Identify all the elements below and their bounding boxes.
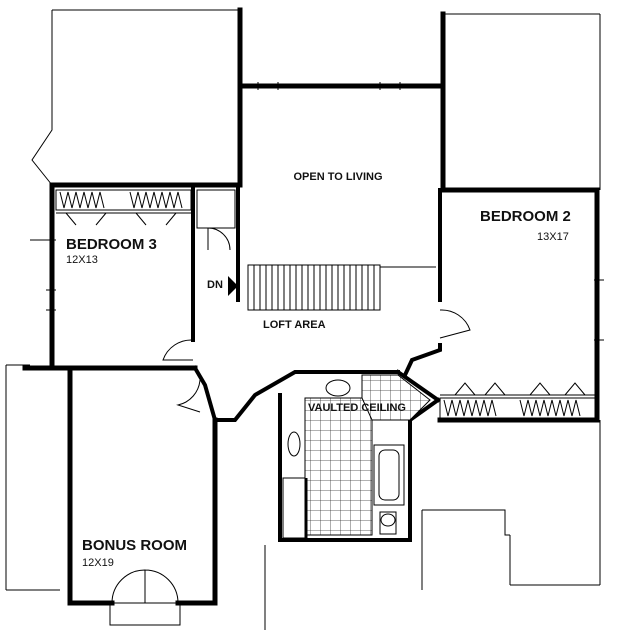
label-bonus-room: BONUS ROOM <box>82 537 187 554</box>
closet-bedroom2 <box>439 382 596 419</box>
door-bedroom2[interactable] <box>439 309 471 339</box>
windows <box>30 82 604 341</box>
down-arrow-icon <box>228 276 238 296</box>
sink-side <box>287 431 301 457</box>
label-bedroom2: BEDROOM 2 <box>480 208 571 225</box>
dims-bedroom3: 12X13 <box>66 254 98 266</box>
linen-closet <box>196 189 236 251</box>
closet-bedroom3 <box>55 189 192 226</box>
label-loft: LOFT AREA <box>263 319 326 331</box>
label-bedroom3: BEDROOM 3 <box>66 236 157 253</box>
bath-closet <box>282 477 306 539</box>
exterior-walls <box>22 7 600 606</box>
interior-walls <box>191 183 442 542</box>
sink-top <box>325 379 351 397</box>
label-open-to-living: OPEN TO LIVING <box>293 171 382 183</box>
doors <box>109 309 471 626</box>
label-stairs-dn: DN <box>207 279 223 291</box>
label-vaulted-ceiling: VAULTED CEILING <box>308 402 406 414</box>
dims-bedroom2: 13X17 <box>537 231 569 243</box>
bathroom <box>282 374 431 539</box>
outer-outline <box>5 9 601 630</box>
staircase <box>247 264 436 311</box>
door-bonus-exterior[interactable] <box>111 569 179 604</box>
door-bedroom3[interactable] <box>162 339 194 361</box>
door-bonus[interactable] <box>176 379 201 413</box>
dims-bonus-room: 12X19 <box>82 557 114 569</box>
